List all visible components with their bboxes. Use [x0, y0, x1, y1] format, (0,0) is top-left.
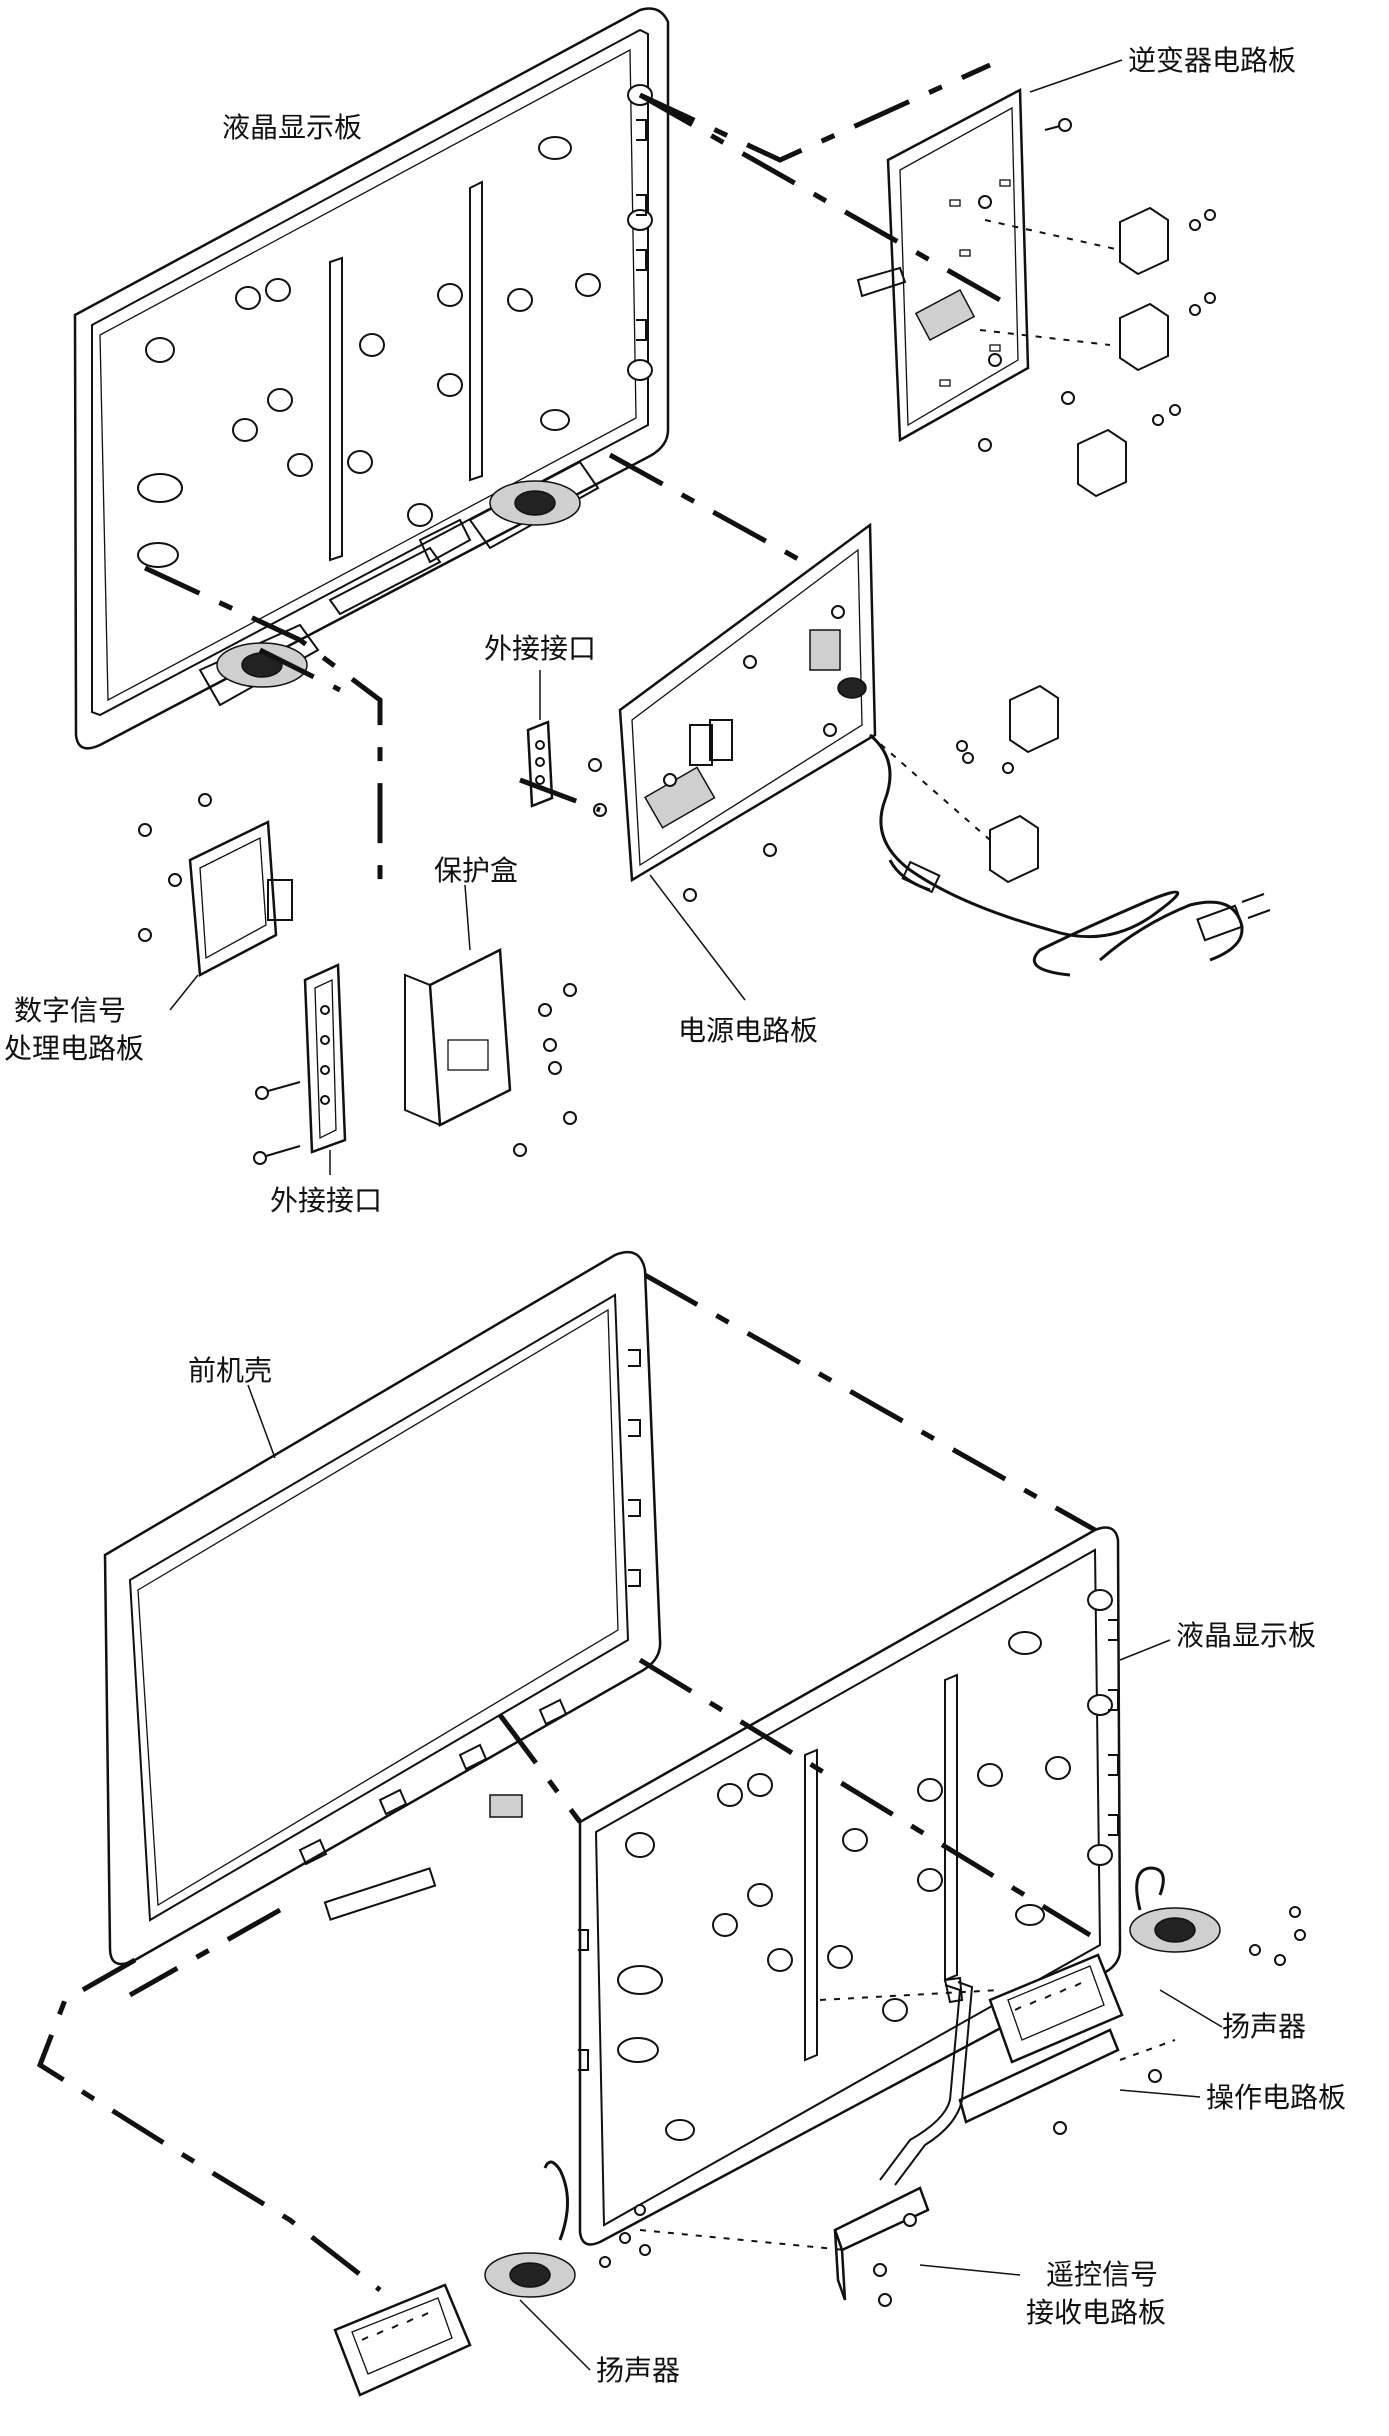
inverter-brackets [1077, 206, 1169, 498]
panel-speaker-right [468, 460, 600, 550]
speaker-left [333, 2160, 651, 2397]
label-speaker-left: 扬声器 [596, 2354, 680, 2387]
mounting-holes-top [137, 84, 653, 568]
front-case [103, 1250, 662, 1966]
label-front-case: 前机壳 [188, 1354, 272, 1387]
label-protection-box: 保护盒 [434, 854, 518, 887]
power-cord [869, 733, 1271, 977]
protection-box [404, 948, 577, 1157]
lcd-panel-bottom [578, 1526, 1122, 2246]
external-port-top [526, 720, 607, 817]
lcd-panel-top [73, 7, 670, 750]
panel-edge-clips-bottom [578, 1619, 1119, 2071]
digital-board [138, 793, 293, 977]
front-case-tabs [298, 1349, 641, 1866]
label-digital-board-1: 数字信号 [14, 994, 126, 1027]
power-board [618, 522, 877, 883]
mounting-holes-bottom [617, 1589, 1113, 2141]
label-lcd-panel-top: 液晶显示板 [222, 111, 362, 144]
assembly-lines-bottom [36, 1272, 1176, 2292]
assembly-lines-top [143, 62, 1121, 900]
remote-receiver-board [833, 1981, 974, 2307]
label-operation-board: 操作电路板 [1206, 2081, 1346, 2114]
label-lcd-panel-bottom: 液晶显示板 [1176, 1619, 1316, 1652]
label-remote-board-2: 接收电路板 [1026, 2296, 1166, 2329]
label-digital-board-2: 处理电路板 [4, 1032, 144, 1065]
panel-edge-clips-top [636, 119, 647, 341]
label-power-board: 电源电路板 [678, 1014, 818, 1047]
power-board-screws [663, 605, 1014, 902]
label-inverter-board: 逆变器电路板 [1128, 44, 1296, 77]
panel-speaker-left [198, 623, 320, 707]
inverter-board [856, 87, 1030, 443]
inverter-screws [978, 118, 1216, 452]
label-remote-board-1: 遥控信号 [1046, 2258, 1158, 2291]
label-external-port-top: 外接接口 [484, 632, 596, 665]
label-speaker-right: 扬声器 [1222, 2010, 1306, 2043]
external-port-bottom [253, 963, 347, 1165]
labels: 液晶显示板 逆变器电路板 外接接口 保护盒 数字信号 处理电路板 电源电路板 外… [4, 44, 1346, 2387]
label-external-port-bottom: 外接接口 [270, 1184, 382, 1217]
operation-board [943, 1976, 1162, 2135]
power-board-brackets [989, 684, 1059, 884]
speaker-right [988, 1866, 1306, 2064]
